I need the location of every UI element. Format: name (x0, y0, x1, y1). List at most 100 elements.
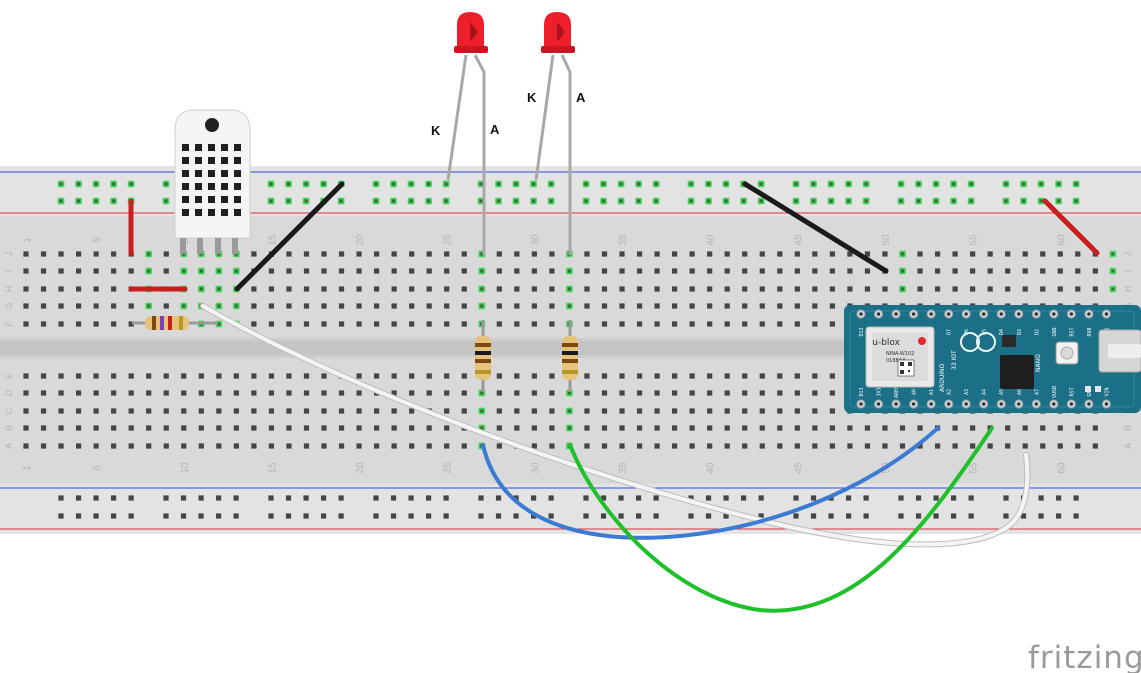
rail-hole[interactable] (583, 495, 589, 501)
rail-hole[interactable] (215, 495, 222, 501)
breadboard-hole[interactable] (899, 425, 906, 431)
breadboard-hole[interactable] (689, 251, 695, 257)
breadboard-hole[interactable] (636, 425, 643, 431)
breadboard-hole[interactable] (391, 321, 397, 327)
rail-hole[interactable] (950, 513, 957, 519)
rail-hole[interactable] (828, 513, 834, 519)
breadboard-hole[interactable] (75, 286, 82, 292)
breadboard-hole[interactable] (321, 303, 327, 309)
rail-hole[interactable] (810, 513, 817, 519)
breadboard-hole[interactable] (689, 408, 695, 414)
breadboard-hole[interactable] (216, 373, 222, 379)
breadboard-hole[interactable] (847, 268, 853, 274)
breadboard-hole[interactable] (163, 390, 169, 396)
green-wire[interactable] (568, 426, 994, 613)
breadboard-hole[interactable] (672, 425, 678, 431)
rail-hole[interactable] (110, 495, 117, 501)
breadboard-hole[interactable] (531, 251, 537, 257)
breadboard-hole[interactable] (1075, 443, 1081, 449)
breadboard-hole[interactable] (864, 425, 871, 431)
breadboard-hole[interactable] (934, 286, 941, 292)
breadboard-hole[interactable] (391, 425, 397, 431)
rail-hole[interactable] (425, 513, 432, 519)
breadboard-hole[interactable] (654, 443, 660, 449)
breadboard-hole[interactable] (163, 251, 169, 257)
breadboard-hole[interactable] (987, 268, 993, 274)
rail-hole[interactable] (705, 495, 712, 501)
rail-hole[interactable] (390, 513, 397, 519)
breadboard-hole[interactable] (882, 443, 888, 449)
breadboard-hole[interactable] (356, 286, 362, 292)
breadboard-hole[interactable] (882, 286, 888, 292)
breadboard-hole[interactable] (1092, 268, 1098, 274)
breadboard-hole[interactable] (216, 390, 222, 396)
breadboard-hole[interactable] (777, 286, 783, 292)
breadboard-hole[interactable] (636, 251, 643, 257)
breadboard-hole[interactable] (181, 443, 187, 449)
breadboard-hole[interactable] (514, 321, 520, 327)
breadboard-hole[interactable] (444, 425, 450, 431)
breadboard-hole[interactable] (426, 425, 432, 431)
rail-hole[interactable] (443, 513, 449, 519)
breadboard-hole[interactable] (198, 373, 204, 379)
breadboard-hole[interactable] (689, 443, 695, 449)
breadboard-hole[interactable] (672, 303, 678, 309)
resistor-led-1[interactable] (475, 320, 491, 392)
breadboard-hole[interactable] (812, 268, 818, 274)
breadboard-hole[interactable] (952, 268, 958, 274)
breadboard-hole[interactable] (40, 251, 47, 257)
breadboard-hole[interactable] (672, 268, 678, 274)
breadboard-hole[interactable] (601, 408, 608, 414)
breadboard-hole[interactable] (391, 390, 397, 396)
resistor-led-2[interactable] (562, 320, 578, 392)
black-jumper-right[interactable] (742, 181, 889, 274)
breadboard-hole[interactable] (409, 425, 415, 431)
breadboard-hole[interactable] (496, 425, 502, 431)
breadboard-hole[interactable] (146, 390, 152, 396)
breadboard-hole[interactable] (777, 390, 783, 396)
rail-hole[interactable] (548, 495, 554, 501)
breadboard-hole[interactable] (1022, 268, 1028, 274)
rail-hole[interactable] (863, 495, 869, 501)
breadboard-hole[interactable] (1005, 286, 1011, 292)
breadboard-hole[interactable] (444, 443, 450, 449)
rail-hole[interactable] (478, 495, 484, 501)
breadboard-hole[interactable] (93, 286, 99, 292)
breadboard-hole[interactable] (777, 268, 783, 274)
rail-hole[interactable] (583, 513, 589, 519)
breadboard-hole[interactable] (58, 425, 64, 431)
breadboard-hole[interactable] (742, 373, 748, 379)
breadboard-hole[interactable] (707, 408, 713, 414)
breadboard-hole[interactable] (829, 286, 835, 292)
breadboard-hole[interactable] (707, 303, 713, 309)
breadboard-hole[interactable] (514, 268, 520, 274)
rail-hole[interactable] (495, 513, 502, 519)
breadboard-hole[interactable] (952, 251, 958, 257)
breadboard-hole[interactable] (163, 268, 169, 274)
breadboard-hole[interactable] (128, 373, 134, 379)
breadboard-hole[interactable] (444, 268, 450, 274)
breadboard-hole[interactable] (531, 425, 537, 431)
breadboard-hole[interactable] (303, 443, 310, 449)
breadboard-hole[interactable] (742, 443, 748, 449)
black-jumper-left[interactable] (234, 181, 345, 292)
breadboard-hole[interactable] (23, 408, 29, 414)
breadboard-hole[interactable] (286, 251, 292, 257)
breadboard-hole[interactable] (251, 321, 257, 327)
rail-hole[interactable] (373, 495, 379, 501)
breadboard-hole[interactable] (1057, 425, 1063, 431)
breadboard-hole[interactable] (286, 286, 292, 292)
breadboard-hole[interactable] (847, 286, 853, 292)
breadboard-hole[interactable] (549, 303, 555, 309)
rail-hole[interactable] (548, 513, 554, 519)
breadboard-hole[interactable] (812, 303, 818, 309)
breadboard-hole[interactable] (847, 425, 853, 431)
breadboard-hole[interactable] (654, 373, 660, 379)
breadboard-hole[interactable] (251, 390, 257, 396)
breadboard-hole[interactable] (514, 408, 520, 414)
rail-hole[interactable] (128, 495, 134, 501)
breadboard-hole[interactable] (531, 303, 537, 309)
breadboard-hole[interactable] (303, 286, 310, 292)
breadboard-hole[interactable] (444, 321, 450, 327)
breadboard-hole[interactable] (268, 268, 275, 274)
